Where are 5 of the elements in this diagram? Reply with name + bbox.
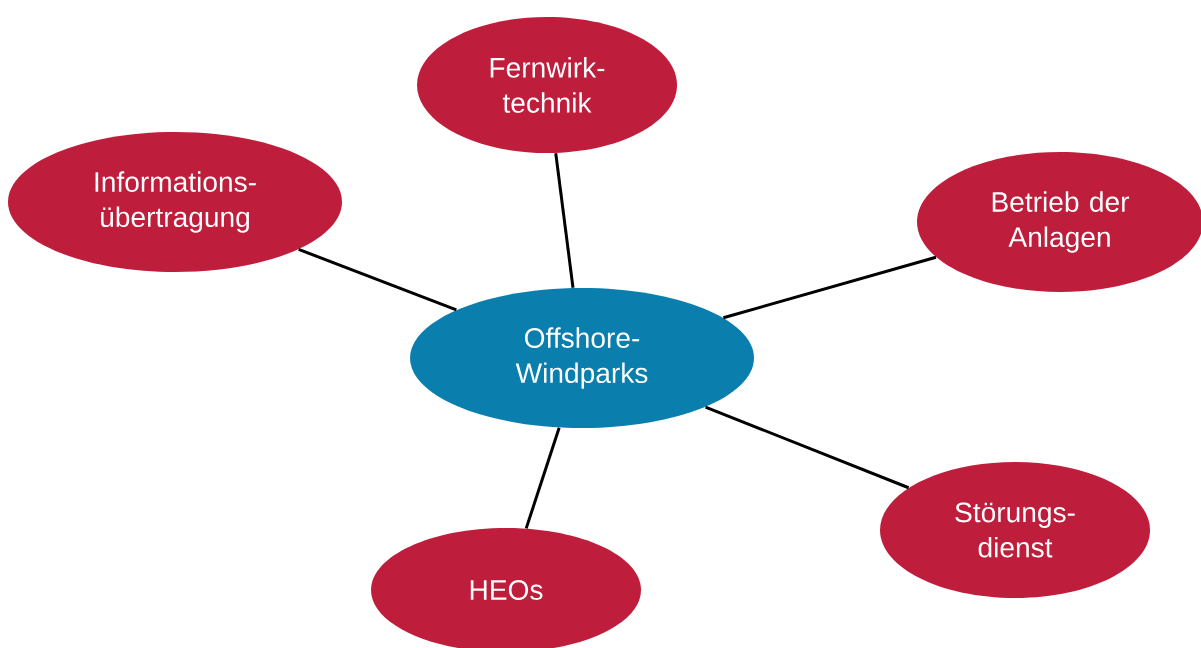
connector-line bbox=[524, 427, 561, 529]
connector-line bbox=[723, 255, 937, 320]
connector-line bbox=[704, 405, 910, 490]
connector-line bbox=[554, 153, 575, 288]
connector-line bbox=[298, 248, 457, 312]
